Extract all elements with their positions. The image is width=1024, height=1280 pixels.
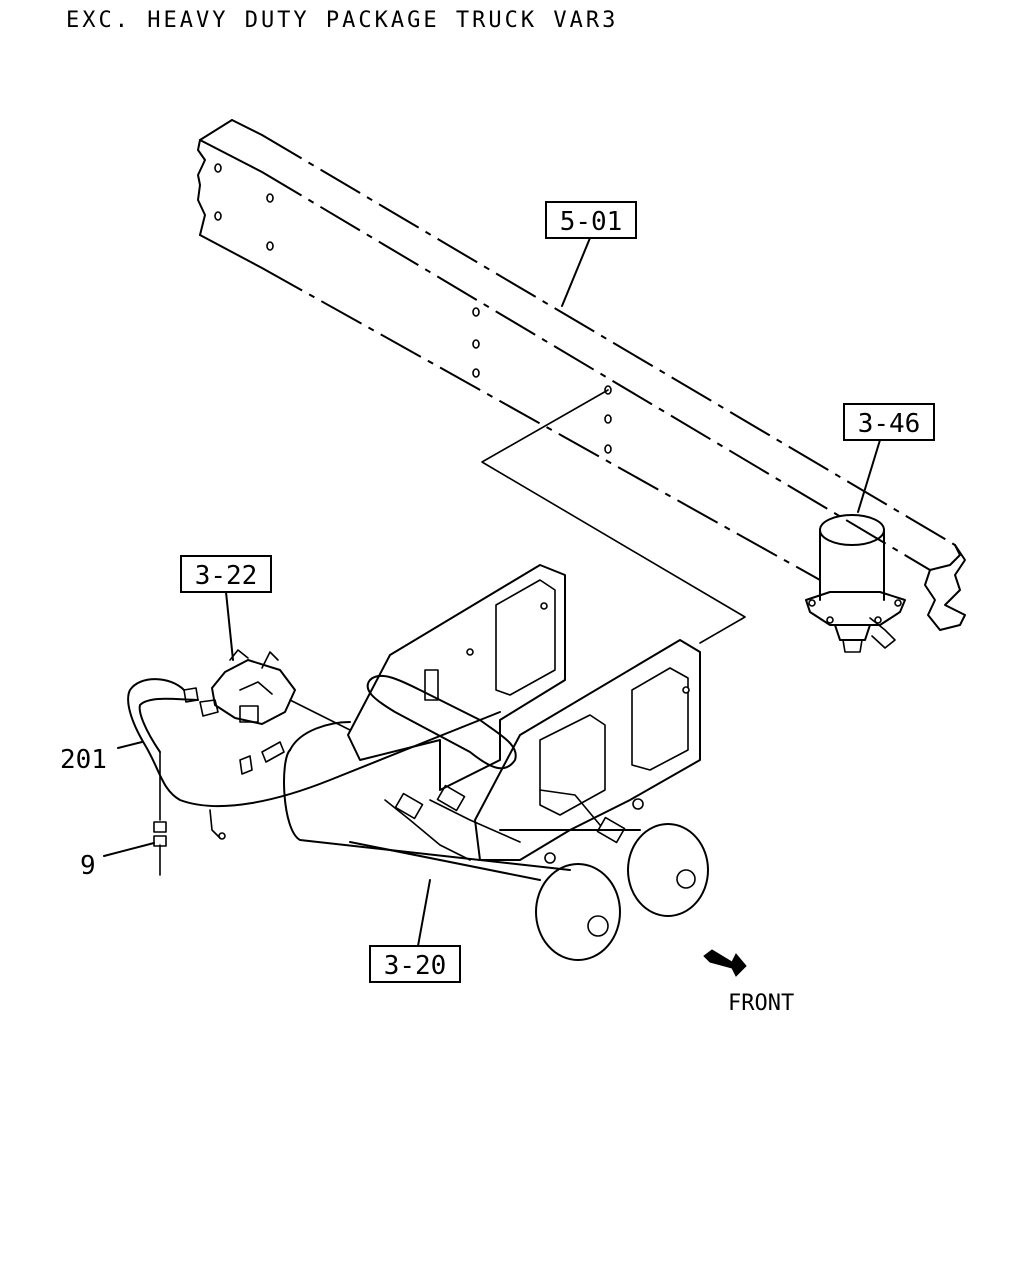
valve-assembly — [183, 649, 296, 725]
diagram-title: EXC. HEAVY DUTY PACKAGE TRUCK VAR3 — [66, 8, 618, 33]
frame-rail — [197, 119, 966, 631]
air-tanks — [283, 564, 709, 961]
callout-201-label[interactable]: 201 — [60, 745, 107, 775]
leader-3-20 — [417, 879, 431, 947]
front-arrow-icon — [703, 949, 747, 977]
leader-9 — [103, 842, 155, 857]
callout-3-22[interactable]: 3-22 — [180, 555, 272, 593]
leader-5-01 — [561, 237, 591, 307]
callout-5-01-label: 5-01 — [560, 207, 623, 237]
callout-9-label[interactable]: 9 — [80, 851, 96, 881]
front-label: FRONT — [728, 991, 794, 1016]
wiring-harness — [127, 678, 501, 876]
leader-201 — [117, 741, 143, 749]
callout-3-46-label: 3-46 — [858, 409, 921, 439]
callout-3-22-label: 3-22 — [195, 561, 258, 591]
callout-5-01[interactable]: 5-01 — [545, 201, 637, 239]
leader-3-46 — [857, 439, 881, 513]
air-dryer — [805, 514, 906, 653]
mount-reference-line — [481, 389, 746, 644]
leader-3-22 — [225, 591, 234, 661]
callout-3-20[interactable]: 3-20 — [369, 945, 461, 983]
callout-3-20-label: 3-20 — [384, 951, 447, 981]
callout-3-46[interactable]: 3-46 — [843, 403, 935, 441]
